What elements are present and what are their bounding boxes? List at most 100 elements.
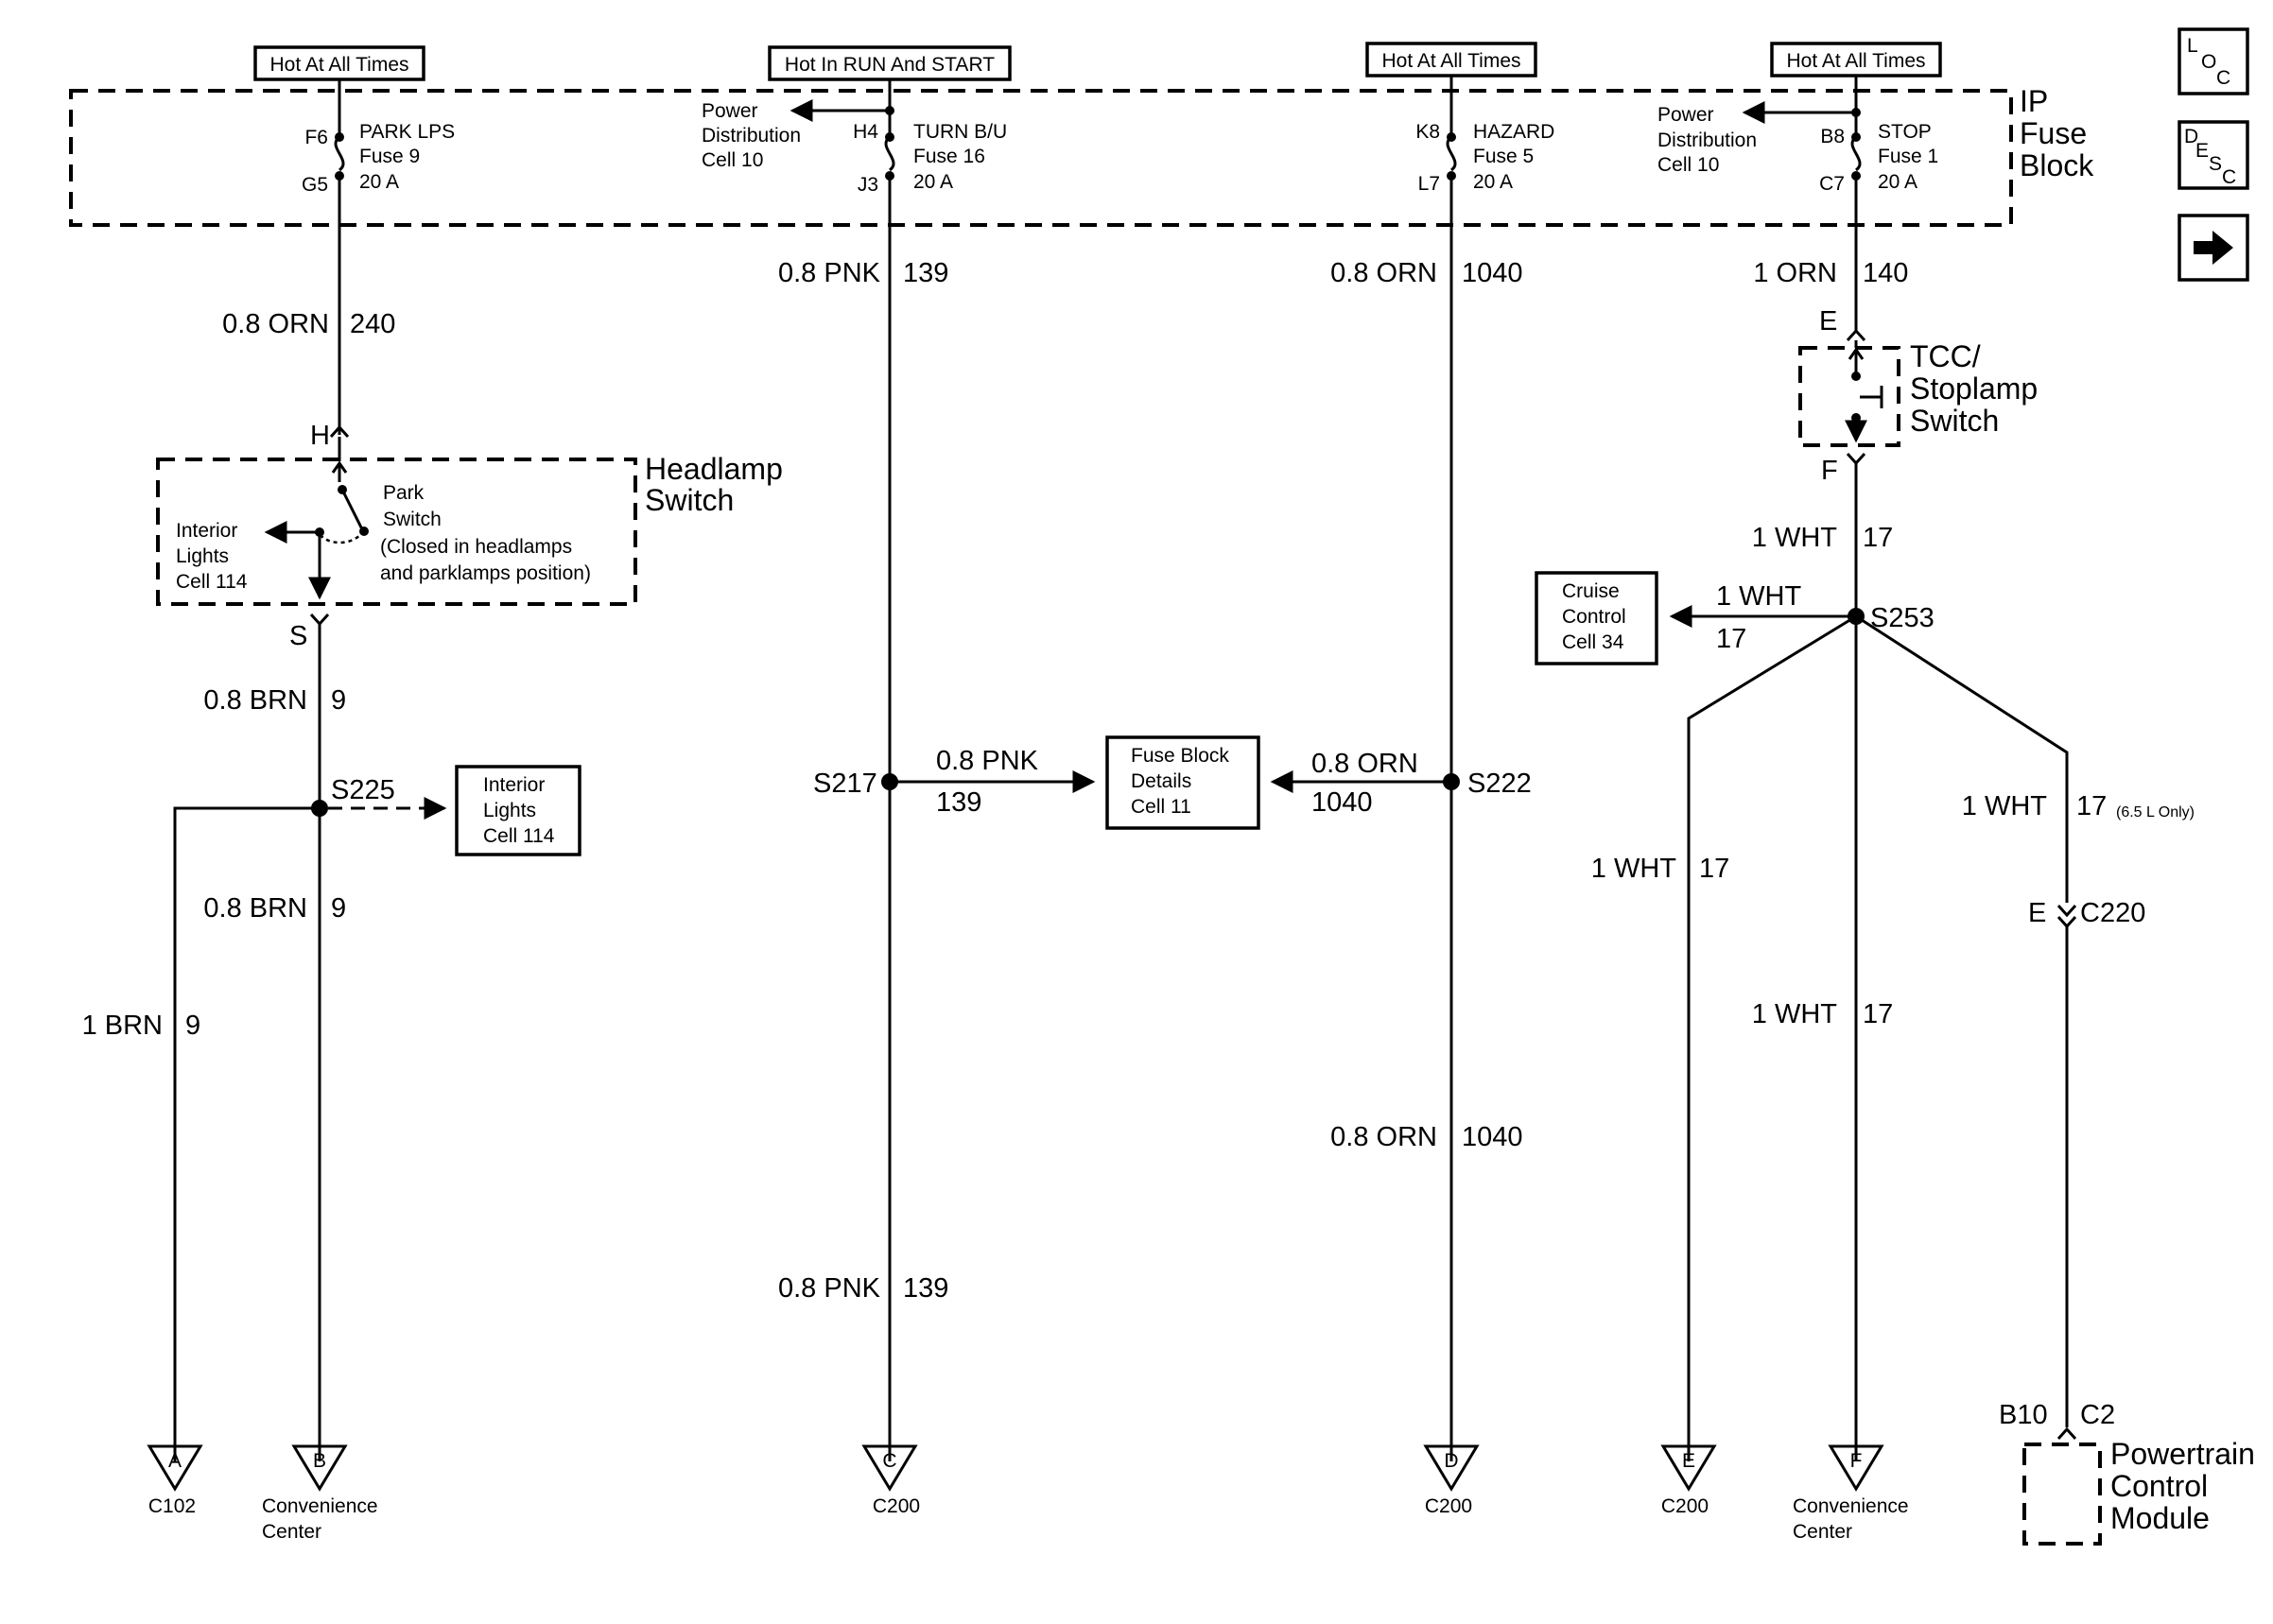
svg-text:C200: C200: [873, 1495, 920, 1517]
svg-text:E: E: [1819, 306, 1837, 337]
svg-text:B8: B8: [1820, 126, 1845, 147]
svg-text:0.8 ORN: 0.8 ORN: [1311, 749, 1418, 779]
svg-text:G5: G5: [302, 174, 328, 196]
svg-text:0.8 PNK: 0.8 PNK: [778, 258, 881, 288]
svg-text:1040: 1040: [1462, 1122, 1523, 1152]
svg-text:PARK LPS: PARK LPS: [359, 121, 455, 143]
svg-text:Fuse 9: Fuse 9: [359, 146, 420, 167]
offpage-e: E C200: [1660, 1444, 1717, 1517]
svg-text:Distribution: Distribution: [1657, 130, 1757, 151]
svg-text:20 A: 20 A: [359, 171, 399, 193]
desc-button[interactable]: D E S C: [2178, 120, 2249, 190]
svg-text:L7: L7: [1418, 173, 1440, 195]
svg-text:B10: B10: [1999, 1400, 2048, 1430]
wht-circuit: 1 WHT 17 S253 1 WHT 17 1 WHT 17 1 WHT 17…: [1591, 463, 2195, 1461]
offpage-c: C C200: [861, 1444, 920, 1517]
svg-text:Cell 11: Cell 11: [1131, 796, 1191, 818]
svg-text:C200: C200: [1661, 1495, 1709, 1517]
svg-text:20 A: 20 A: [1473, 171, 1513, 193]
svg-text:Park: Park: [383, 482, 425, 504]
svg-text:Switch: Switch: [645, 483, 734, 517]
svg-text:F6: F6: [304, 127, 328, 148]
svg-text:Fuse: Fuse: [2020, 116, 2087, 150]
svg-text:F: F: [1850, 1450, 1863, 1472]
svg-text:S217: S217: [813, 769, 877, 799]
svg-text:TCC/: TCC/: [1910, 339, 1981, 373]
svg-text:E: E: [1682, 1450, 1695, 1472]
svg-text:Power: Power: [1657, 104, 1714, 126]
svg-text:20 A: 20 A: [1878, 171, 1917, 193]
svg-text:D: D: [2184, 126, 2198, 147]
svg-text:Hot At All Times: Hot At All Times: [1381, 50, 1520, 72]
ip-fuse-block: IP Fuse Block: [69, 84, 2094, 227]
svg-text:Interior: Interior: [483, 774, 545, 796]
svg-text:0.8 BRN: 0.8 BRN: [203, 685, 307, 716]
svg-text:9: 9: [331, 685, 346, 716]
svg-text:and parklamps position): and parklamps position): [380, 562, 591, 584]
fuse-block-details-box: Fuse Block Details Cell 11: [1105, 735, 1260, 830]
svg-text:Lights: Lights: [483, 800, 536, 821]
svg-text:Stoplamp: Stoplamp: [1910, 371, 2038, 406]
svg-text:1 BRN: 1 BRN: [82, 1011, 163, 1041]
svg-text:Module: Module: [2110, 1501, 2210, 1535]
svg-text:140: 140: [1863, 258, 1908, 288]
svg-text:1 WHT: 1 WHT: [1752, 999, 1838, 1029]
svg-text:Hot In RUN And START: Hot In RUN And START: [785, 54, 995, 76]
svg-text:1040: 1040: [1462, 258, 1523, 288]
svg-text:9: 9: [185, 1011, 200, 1041]
svg-text:Cruise: Cruise: [1562, 580, 1620, 602]
fuse-hazard: K8 L7 HAZARD Fuse 5 20 A: [1415, 76, 1554, 195]
offpage-d: D C200: [1423, 1444, 1480, 1517]
svg-text:S225: S225: [331, 775, 395, 805]
stop-circuit: 1 ORN 140: [1753, 176, 1908, 331]
loc-button[interactable]: L O C: [2178, 27, 2249, 95]
svg-text:C: C: [2222, 166, 2236, 188]
svg-text:C: C: [2216, 67, 2230, 89]
svg-text:Fuse 1: Fuse 1: [1878, 146, 1938, 167]
svg-text:Cell 34: Cell 34: [1562, 631, 1624, 653]
svg-text:E: E: [2195, 140, 2209, 162]
power-label-stop: Hot At All Times: [1770, 42, 1942, 78]
svg-text:D: D: [1444, 1450, 1458, 1472]
power-label-hazard: Hot At All Times: [1365, 42, 1537, 78]
svg-text:Block: Block: [2020, 148, 2094, 182]
svg-text:Center: Center: [262, 1521, 321, 1543]
svg-text:Convenience: Convenience: [1793, 1495, 1909, 1517]
svg-text:Powertrain: Powertrain: [2110, 1437, 2255, 1471]
offpage-f: F Convenience Center: [1793, 1444, 1909, 1543]
svg-text:Control: Control: [1562, 606, 1626, 628]
svg-text:C200: C200: [1425, 1495, 1472, 1517]
svg-text:Cell 10: Cell 10: [702, 149, 763, 171]
svg-text:17: 17: [1863, 523, 1893, 553]
svg-text:1040: 1040: [1311, 787, 1373, 818]
svg-text:Convenience: Convenience: [262, 1495, 378, 1517]
svg-text:F: F: [1821, 456, 1838, 486]
svg-text:H4: H4: [853, 121, 878, 143]
svg-text:STOP: STOP: [1878, 121, 1932, 143]
svg-text:O: O: [2201, 51, 2216, 73]
svg-text:L: L: [2187, 35, 2198, 57]
svg-text:17: 17: [1699, 854, 1729, 884]
svg-text:S253: S253: [1870, 603, 1935, 633]
svg-text:1 WHT: 1 WHT: [1591, 854, 1677, 884]
next-button[interactable]: [2178, 214, 2249, 282]
svg-text:0.8 PNK: 0.8 PNK: [778, 1273, 881, 1304]
svg-text:17: 17: [1716, 624, 1746, 654]
interior-lights-box: Interior Lights Cell 114: [455, 765, 581, 856]
svg-text:H: H: [310, 421, 330, 451]
svg-text:Lights: Lights: [176, 545, 229, 567]
svg-text:0.8 ORN: 0.8 ORN: [1330, 258, 1437, 288]
svg-text:0.8 PNK: 0.8 PNK: [936, 746, 1039, 776]
svg-text:Hot At All Times: Hot At All Times: [1786, 50, 1925, 72]
svg-text:1 WHT: 1 WHT: [1752, 523, 1838, 553]
svg-text:Fuse 16: Fuse 16: [913, 146, 985, 167]
svg-text:139: 139: [903, 1273, 948, 1304]
svg-text:Interior: Interior: [176, 520, 237, 542]
hazard-circuit: 0.8 ORN 1040 S222 0.8 ORN 1040 0.8 ORN 1…: [1270, 176, 1532, 1461]
svg-text:1 WHT: 1 WHT: [1962, 791, 2048, 821]
svg-text:S222: S222: [1467, 769, 1532, 799]
cruise-control-box: Cruise Control Cell 34: [1535, 571, 1658, 665]
svg-text:Fuse 5: Fuse 5: [1473, 146, 1534, 167]
svg-text:K8: K8: [1415, 121, 1440, 143]
svg-text:Fuse Block: Fuse Block: [1131, 745, 1229, 767]
